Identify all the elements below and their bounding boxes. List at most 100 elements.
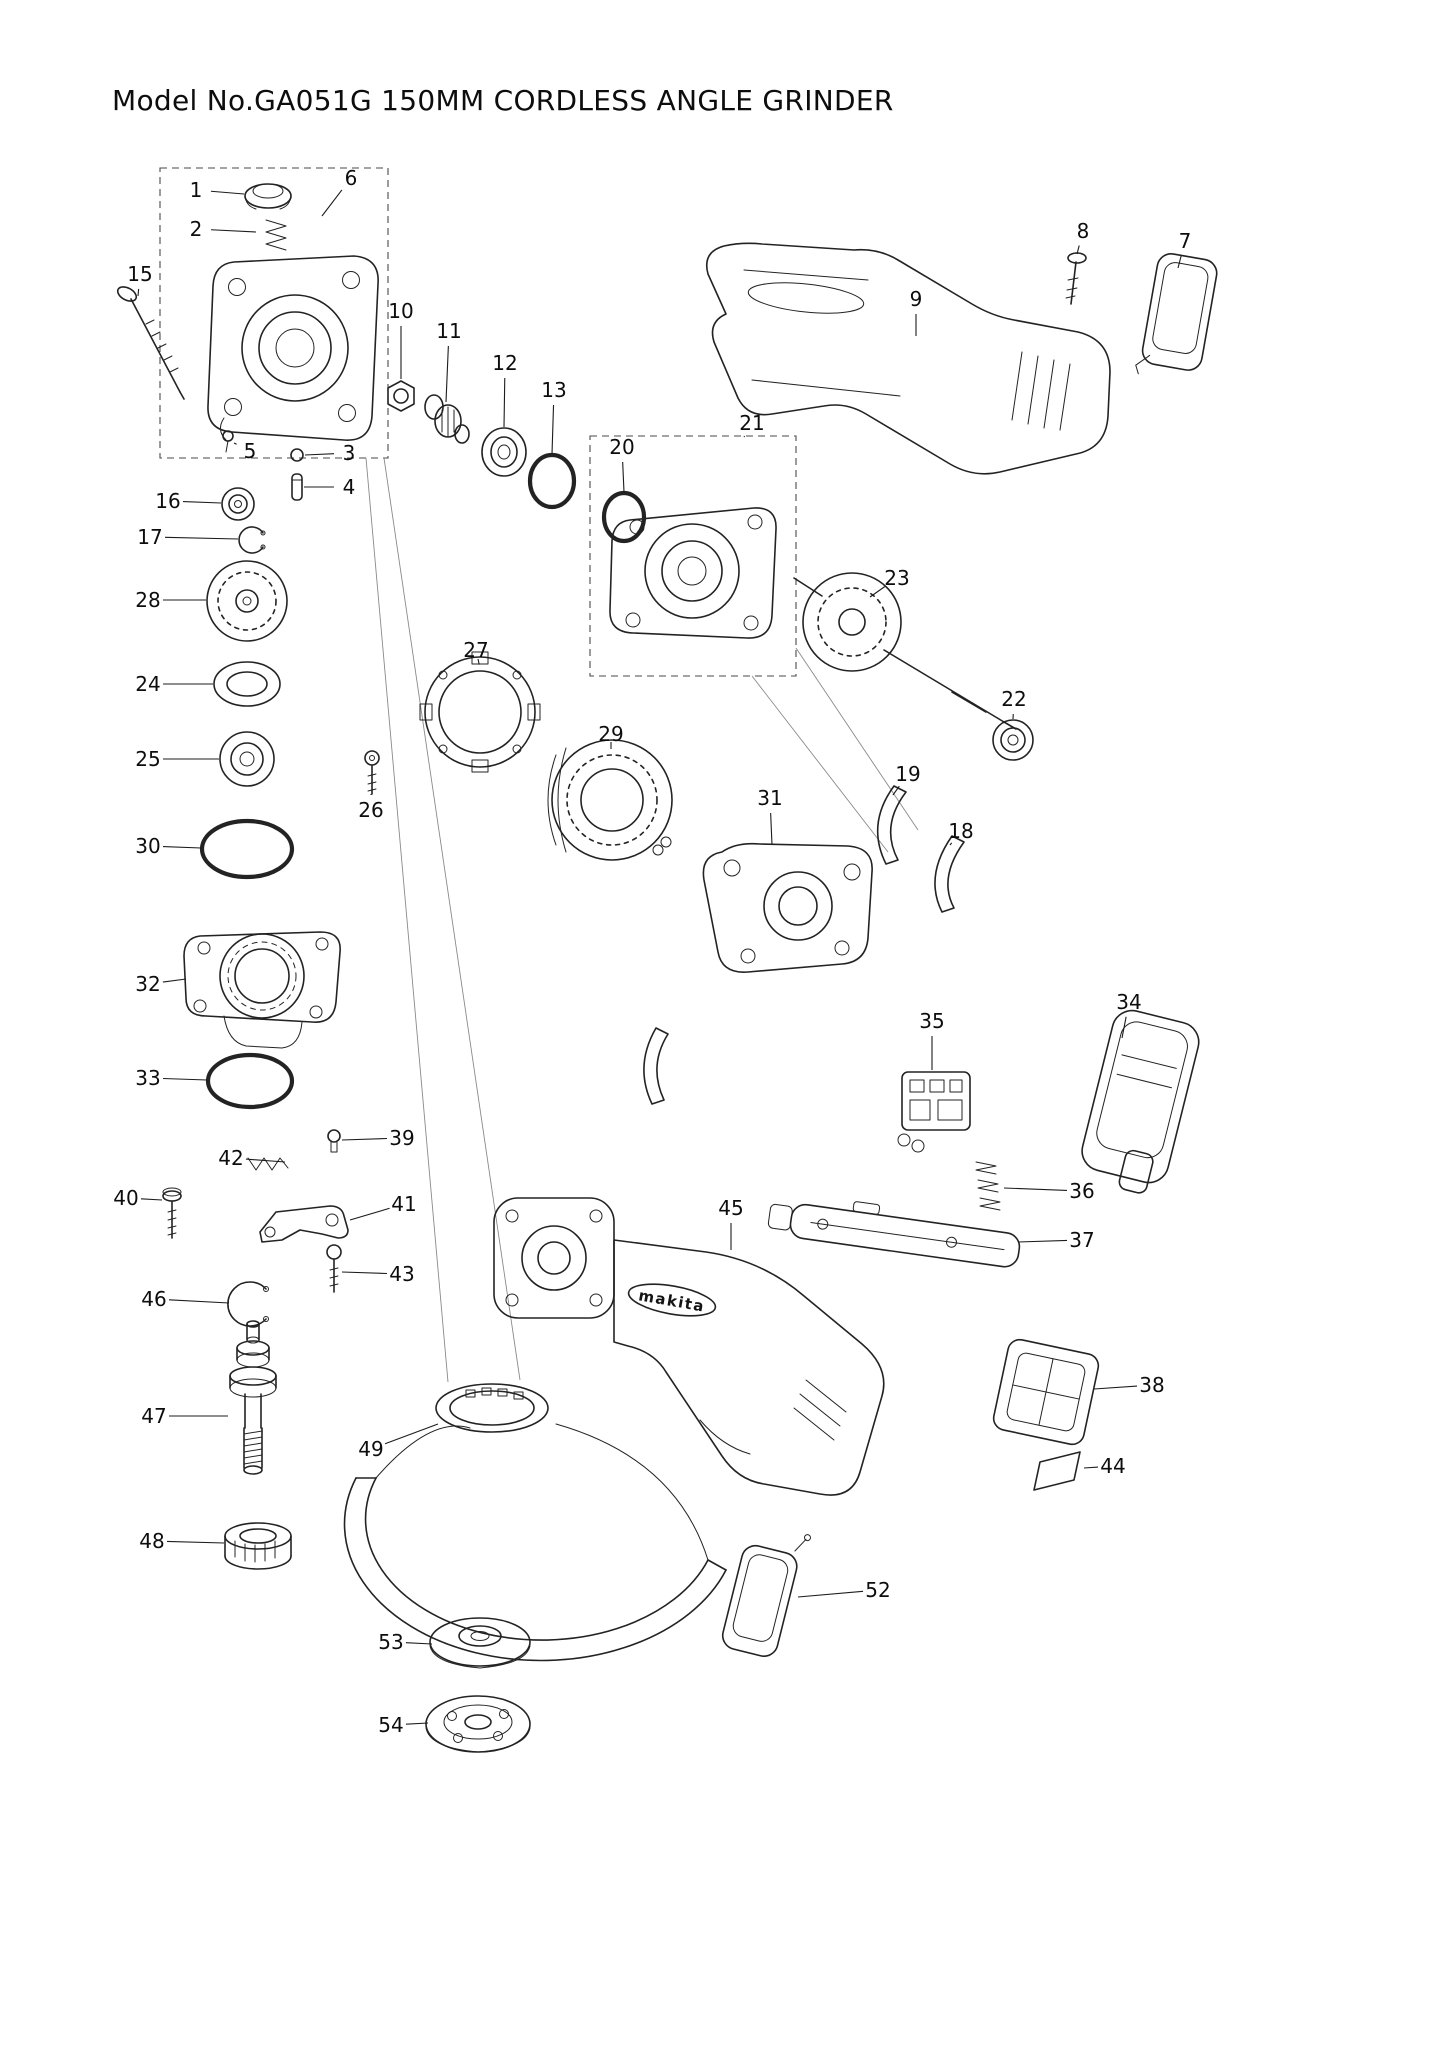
part-callout-37-switch-slider: 37: [1017, 1228, 1095, 1252]
part-45-motor-housing-drawing: makita: [493, 1197, 885, 1496]
leader-line-33: [162, 1077, 208, 1081]
leader-line-37: [1017, 1239, 1068, 1243]
part-callout-8-pan-head-screw: 8: [1076, 219, 1090, 255]
part-callout-30-o-ring-30: 30: [135, 834, 202, 858]
part-number-43: 43: [389, 1262, 414, 1286]
part-32-bearing-box-drawing: [183, 931, 341, 1049]
part-number-45: 45: [718, 1196, 743, 1220]
part-number-13: 13: [541, 378, 566, 402]
part-callout-32-bearing-box: 32: [135, 972, 187, 996]
part-number-3: 3: [343, 441, 356, 465]
leader-line-20: [622, 461, 625, 493]
leader-line-1: [210, 190, 245, 195]
part-23-armature-drawing: [793, 572, 1017, 730]
leader-line-30: [162, 846, 202, 849]
part-callout-48-clamp-nut: 48: [139, 1529, 225, 1553]
part-34-rear-cover-drawing: [1081, 1009, 1200, 1194]
part-callout-33-o-ring-33: 33: [135, 1066, 208, 1090]
part-41-lever-drawing: [259, 1205, 349, 1243]
part-callout-35-controller: 35: [919, 1009, 945, 1070]
part-number-31: 31: [757, 786, 782, 810]
part-number-36: 36: [1069, 1179, 1094, 1203]
part-number-29: 29: [598, 722, 623, 746]
part-8-screw-drawing: [1065, 252, 1087, 305]
part-number-24: 24: [135, 672, 160, 696]
leader-line-12: [503, 377, 506, 428]
part-number-7: 7: [1179, 229, 1192, 253]
part-number-27: 27: [463, 638, 488, 662]
part-number-38: 38: [1139, 1373, 1164, 1397]
part-number-15: 15: [127, 262, 152, 286]
part-callout-16-ball-bearing-16: 16: [155, 489, 222, 513]
part-callout-38-cover-38: 38: [1093, 1373, 1165, 1397]
leader-line-49: [384, 1423, 439, 1445]
part-21-bearing-box-drawing: [609, 507, 777, 639]
leader-line-7: [1177, 255, 1182, 269]
leader-line-21: [743, 435, 746, 438]
part-number-11: 11: [436, 319, 461, 343]
part-52-plate-drawing: [721, 1534, 811, 1657]
leader-line-43: [341, 1271, 388, 1275]
leader-line-38: [1093, 1385, 1138, 1390]
part-number-42: 42: [218, 1146, 243, 1170]
part-number-53: 53: [378, 1630, 403, 1654]
part-callout-36-terminal-springs: 36: [1003, 1179, 1095, 1203]
part-callout-42-lock-spring: 42: [218, 1146, 286, 1170]
leader-line-46: [168, 1299, 230, 1304]
part-53-inner-flange-drawing: [429, 1617, 531, 1669]
part-number-48: 48: [139, 1529, 164, 1553]
part-number-8: 8: [1077, 219, 1090, 243]
part-1-cap-drawing: [244, 183, 292, 210]
leader-line-16: [182, 501, 222, 504]
leader-line-48: [166, 1540, 225, 1544]
part-28-bevel-gear-drawing: [206, 560, 288, 642]
part-36-springs-drawing: [975, 1161, 1001, 1211]
part-callout-7-side-cover: 7: [1177, 229, 1192, 269]
part-number-4: 4: [343, 475, 356, 499]
part-callout-31-bearing-retainer: 31: [757, 786, 783, 846]
part-callout-2-compression-spring: 2: [190, 217, 257, 241]
leader-line-40: [140, 1198, 163, 1201]
part-callout-34-rear-cover: 34: [1116, 990, 1142, 1039]
part-number-33: 33: [135, 1066, 160, 1090]
part-13-oring-drawing: [527, 452, 577, 510]
assembly-box-6: [159, 167, 389, 459]
part-number-28: 28: [135, 588, 160, 612]
part-number-40: 40: [113, 1186, 138, 1210]
part-callout-1-sleeve-cap: 1: [190, 178, 245, 202]
part-49-wheel-guard-drawing: [343, 1383, 727, 1662]
part-44-name-plate-drawing: [1033, 1451, 1081, 1491]
part-callout-21-bearing-box-set: 21: [739, 411, 765, 438]
leader-line-54: [405, 1722, 429, 1725]
part-callout-6-gear-housing-set: 6: [321, 166, 357, 217]
leader-line-13: [551, 404, 555, 455]
part-callout-54-lock-nut: 54: [378, 1713, 429, 1737]
part-callout-10-hex-nut: 10: [388, 299, 414, 379]
part-33-oring-drawing: [205, 1052, 295, 1110]
part-number-17: 17: [137, 525, 162, 549]
part-callout-52-lock-off-plate: 52: [797, 1578, 891, 1602]
part-6-gear-housing-drawing: [207, 255, 379, 441]
part-number-25: 25: [135, 747, 160, 771]
part-callout-29-stator: 29: [598, 722, 624, 749]
part-25-bearing-drawing: [219, 731, 275, 787]
part-number-5: 5: [244, 439, 257, 463]
part-22-bearing-drawing: [992, 719, 1034, 761]
part-callout-5-pin: 5: [233, 439, 257, 463]
part-callout-18-insulation-film-18: 18: [948, 819, 974, 846]
part-number-23: 23: [884, 566, 909, 590]
part-number-39: 39: [389, 1126, 414, 1150]
part-number-22: 22: [1001, 687, 1026, 711]
leader-line-15: [137, 288, 140, 297]
part-callout-43-screw-43: 43: [341, 1262, 415, 1286]
part-29-stator-drawing: [547, 739, 673, 861]
part-number-44: 44: [1100, 1454, 1125, 1478]
part-number-41: 41: [391, 1192, 416, 1216]
part-callout-3-o-ring-small: 3: [304, 441, 356, 465]
part-38-cover-drawing: [992, 1338, 1100, 1446]
part-19-film-drawing: [876, 785, 907, 865]
part-number-46: 46: [141, 1287, 166, 1311]
part-17-snap-ring-drawing: [238, 526, 266, 554]
leader-line-27: [477, 658, 480, 665]
